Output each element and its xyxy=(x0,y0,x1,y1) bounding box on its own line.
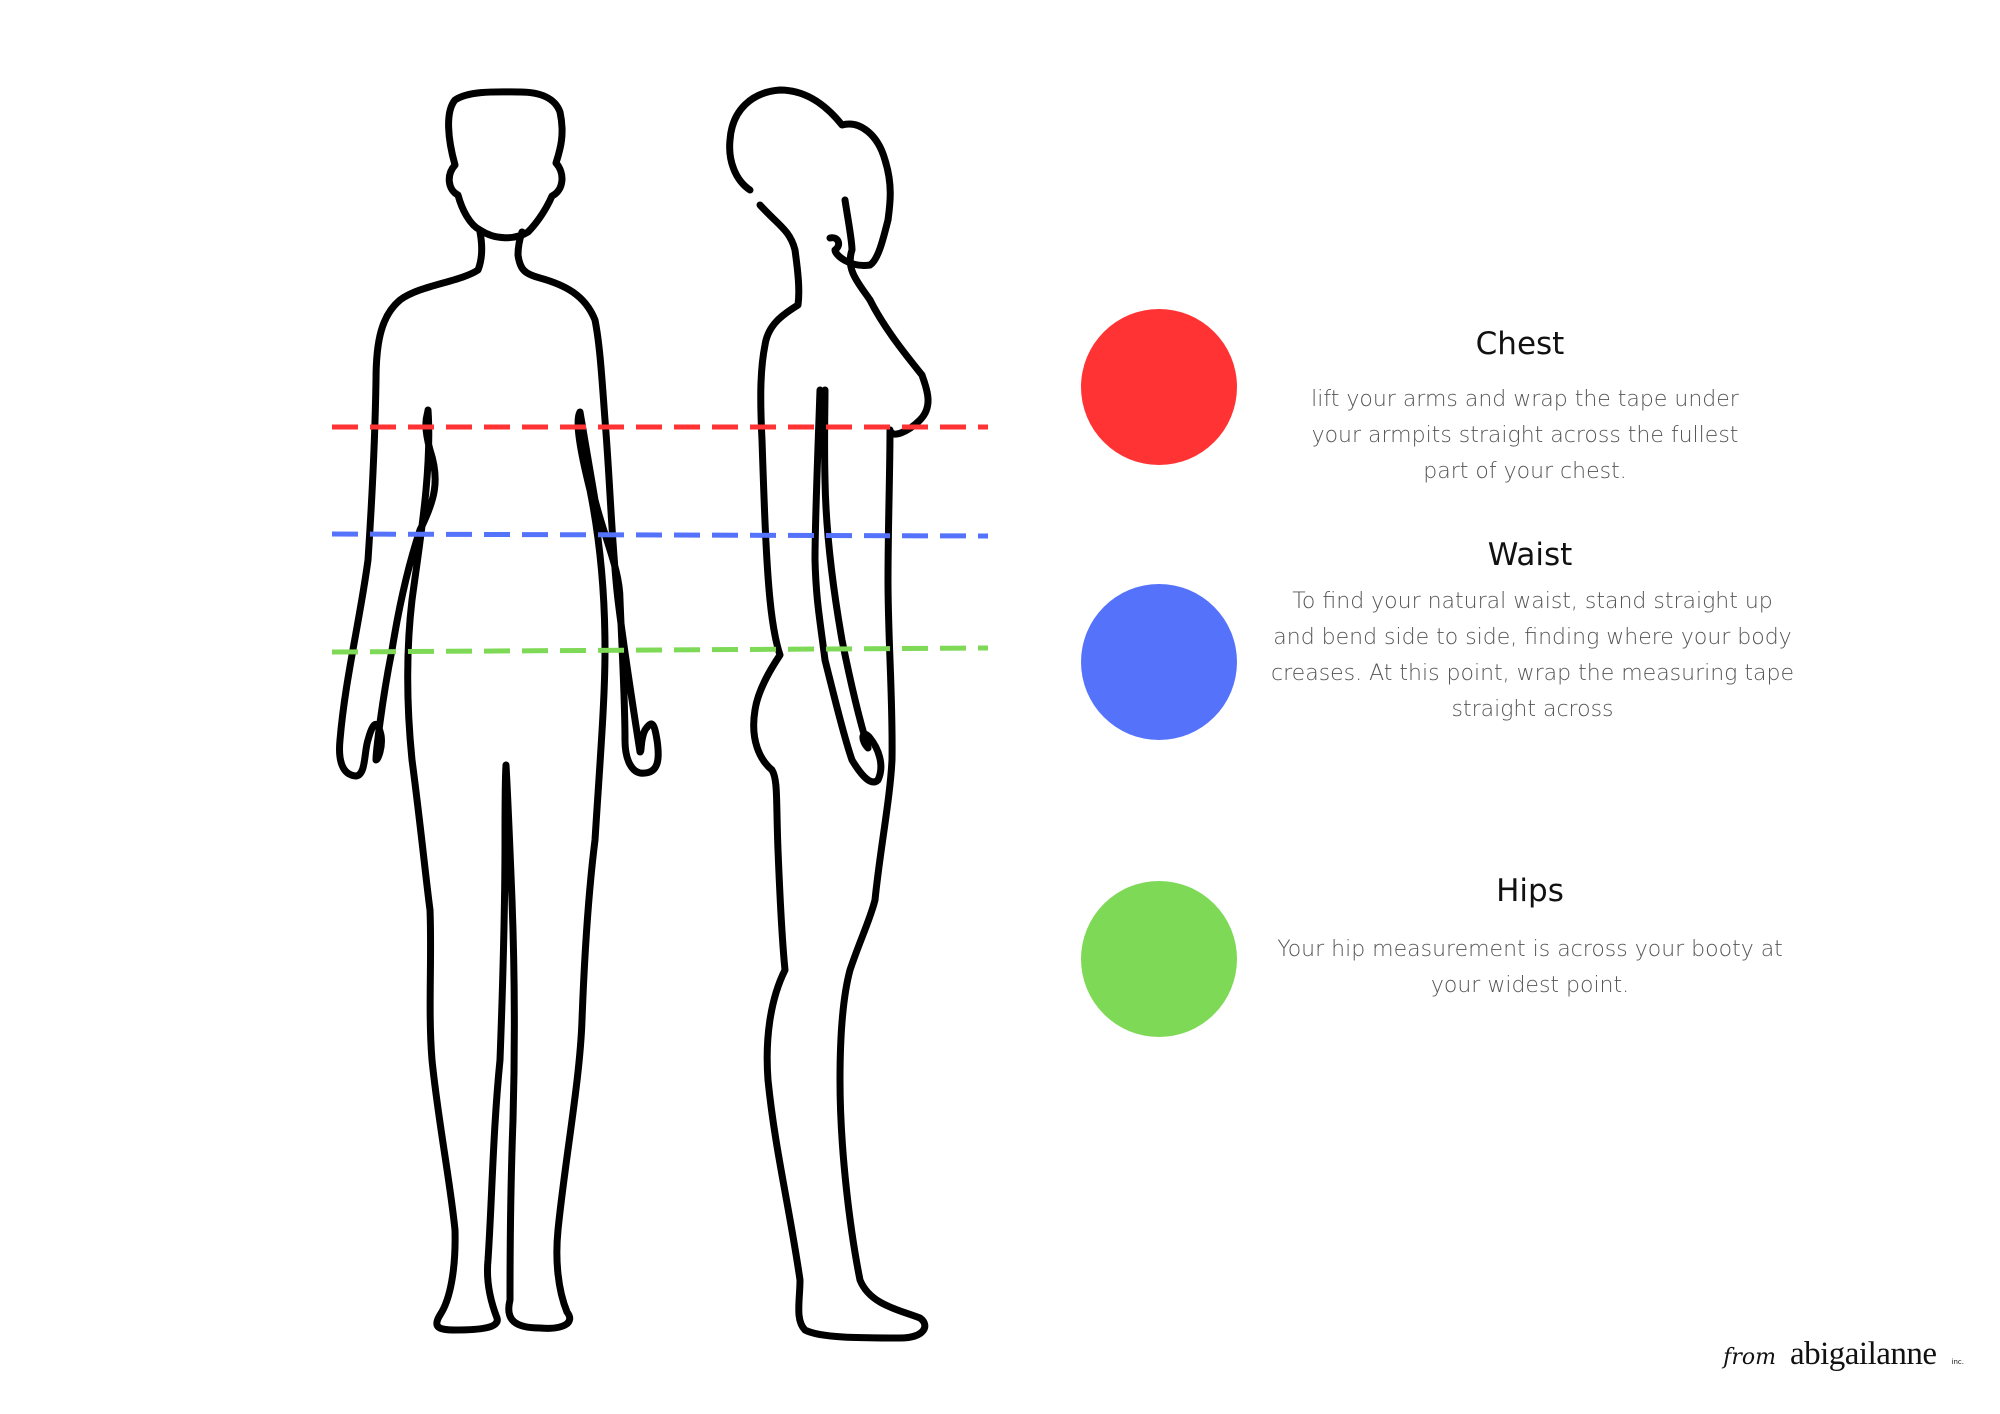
waist-measure-line xyxy=(331,531,989,539)
chest-heading: Chest xyxy=(1475,326,1565,362)
brand-name: abigailanne xyxy=(1789,1336,1937,1372)
brand-suffix: inc. xyxy=(1951,1358,1964,1366)
side-figure-arm xyxy=(811,386,885,786)
hips-color-dot xyxy=(1081,881,1237,1037)
side-body-figure xyxy=(726,86,932,1342)
hips-measure-line xyxy=(331,645,989,655)
chest-color-dot xyxy=(1081,309,1237,465)
hips-heading: Hips xyxy=(1496,873,1564,909)
front-body-figure xyxy=(336,88,662,1334)
waist-description: To find your natural waist, stand straig… xyxy=(1271,589,1794,722)
waist-heading: Waist xyxy=(1487,537,1573,573)
side-figure-head xyxy=(726,86,894,269)
front-figure-body xyxy=(336,228,662,1334)
brand-prefix: from xyxy=(1723,1345,1776,1370)
waist-color-dot xyxy=(1081,584,1237,740)
hips-description: Your hip measurement is across your boot… xyxy=(1277,937,1783,998)
chest-description: lift your arms and wrap the tape under y… xyxy=(1311,387,1739,484)
brand-logo: from abigailanne inc. xyxy=(1723,1336,1964,1373)
side-figure-body xyxy=(750,196,932,1342)
front-figure-head xyxy=(445,88,566,242)
